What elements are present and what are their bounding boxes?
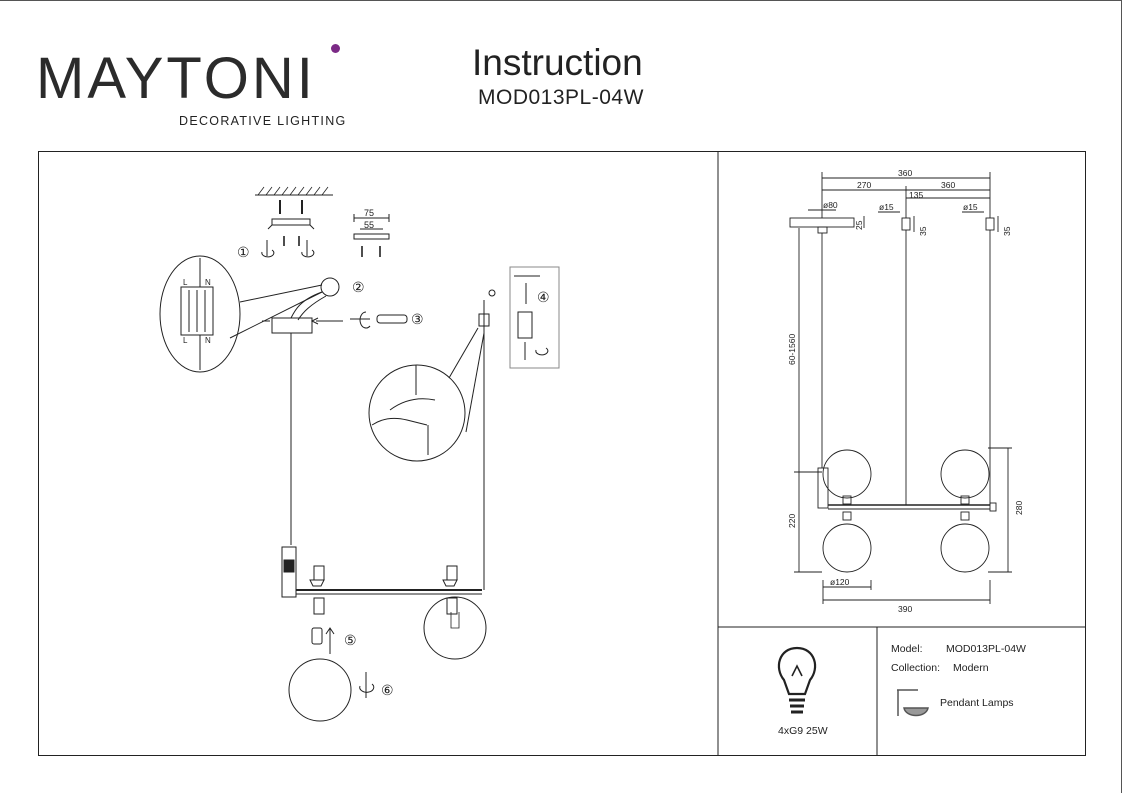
step-2-label: ② (352, 279, 365, 295)
step-6-label: ⑥ (381, 682, 394, 698)
product-type: Pendant Lamps (940, 697, 1014, 709)
dim-top-left: 270 (857, 180, 871, 190)
collection-label: Collection: (891, 662, 941, 674)
bracket-dim-inner: 55 (364, 220, 374, 230)
step-1-label: ① (237, 244, 250, 260)
document-title: Instruction (472, 42, 643, 83)
bulb-icon (777, 646, 817, 714)
terminal-n-bottom: N (205, 336, 211, 345)
terminal-l-top: L (183, 278, 188, 287)
dim-top-right: 360 (941, 180, 955, 190)
terminal-l-bottom: L (183, 336, 188, 345)
dim-cup-h-1: 35 (918, 226, 928, 236)
dim-globe-dia: ø120 (830, 577, 850, 587)
dim-cup-dia-2: ø15 (963, 202, 978, 212)
pendant-lamp-icon (897, 689, 929, 717)
dim-lower-height: 220 (787, 514, 797, 528)
bulb-spec: 4xG9 25W (778, 725, 828, 737)
step-5-label: ⑤ (344, 632, 357, 648)
model-value: MOD013PL-04W (946, 643, 1026, 655)
step-3-label: ③ (411, 311, 424, 327)
dimension-drawing (789, 172, 1012, 604)
step-4-label: ④ (537, 289, 550, 305)
assembly-diagram (159, 186, 560, 722)
collection-value: Modern (953, 662, 989, 674)
dim-canopy-dia: ø80 (823, 200, 838, 210)
brand-tagline: DECORATIVE LIGHTING (179, 114, 347, 128)
dim-cup-h-2: 35 (1002, 226, 1012, 236)
dim-top-mid: 135 (909, 190, 923, 200)
document-model: MOD013PL-04W (478, 86, 644, 109)
dim-canopy-h: 25 (854, 220, 864, 230)
bracket-dim-outer: 75 (364, 208, 374, 218)
instruction-frame (38, 151, 1086, 756)
brand-logo: MAYTONI (36, 46, 316, 111)
terminal-n-top: N (205, 278, 211, 287)
dim-cup-dia-1: ø15 (879, 202, 894, 212)
logo-accent-dot (331, 44, 340, 53)
dim-bottom-width: 390 (898, 604, 912, 614)
model-label: Model: (891, 643, 923, 655)
dim-body-height: 280 (1014, 501, 1024, 515)
dim-top-overall: 360 (898, 168, 912, 178)
dim-cable-length: 60-1560 (787, 334, 797, 365)
